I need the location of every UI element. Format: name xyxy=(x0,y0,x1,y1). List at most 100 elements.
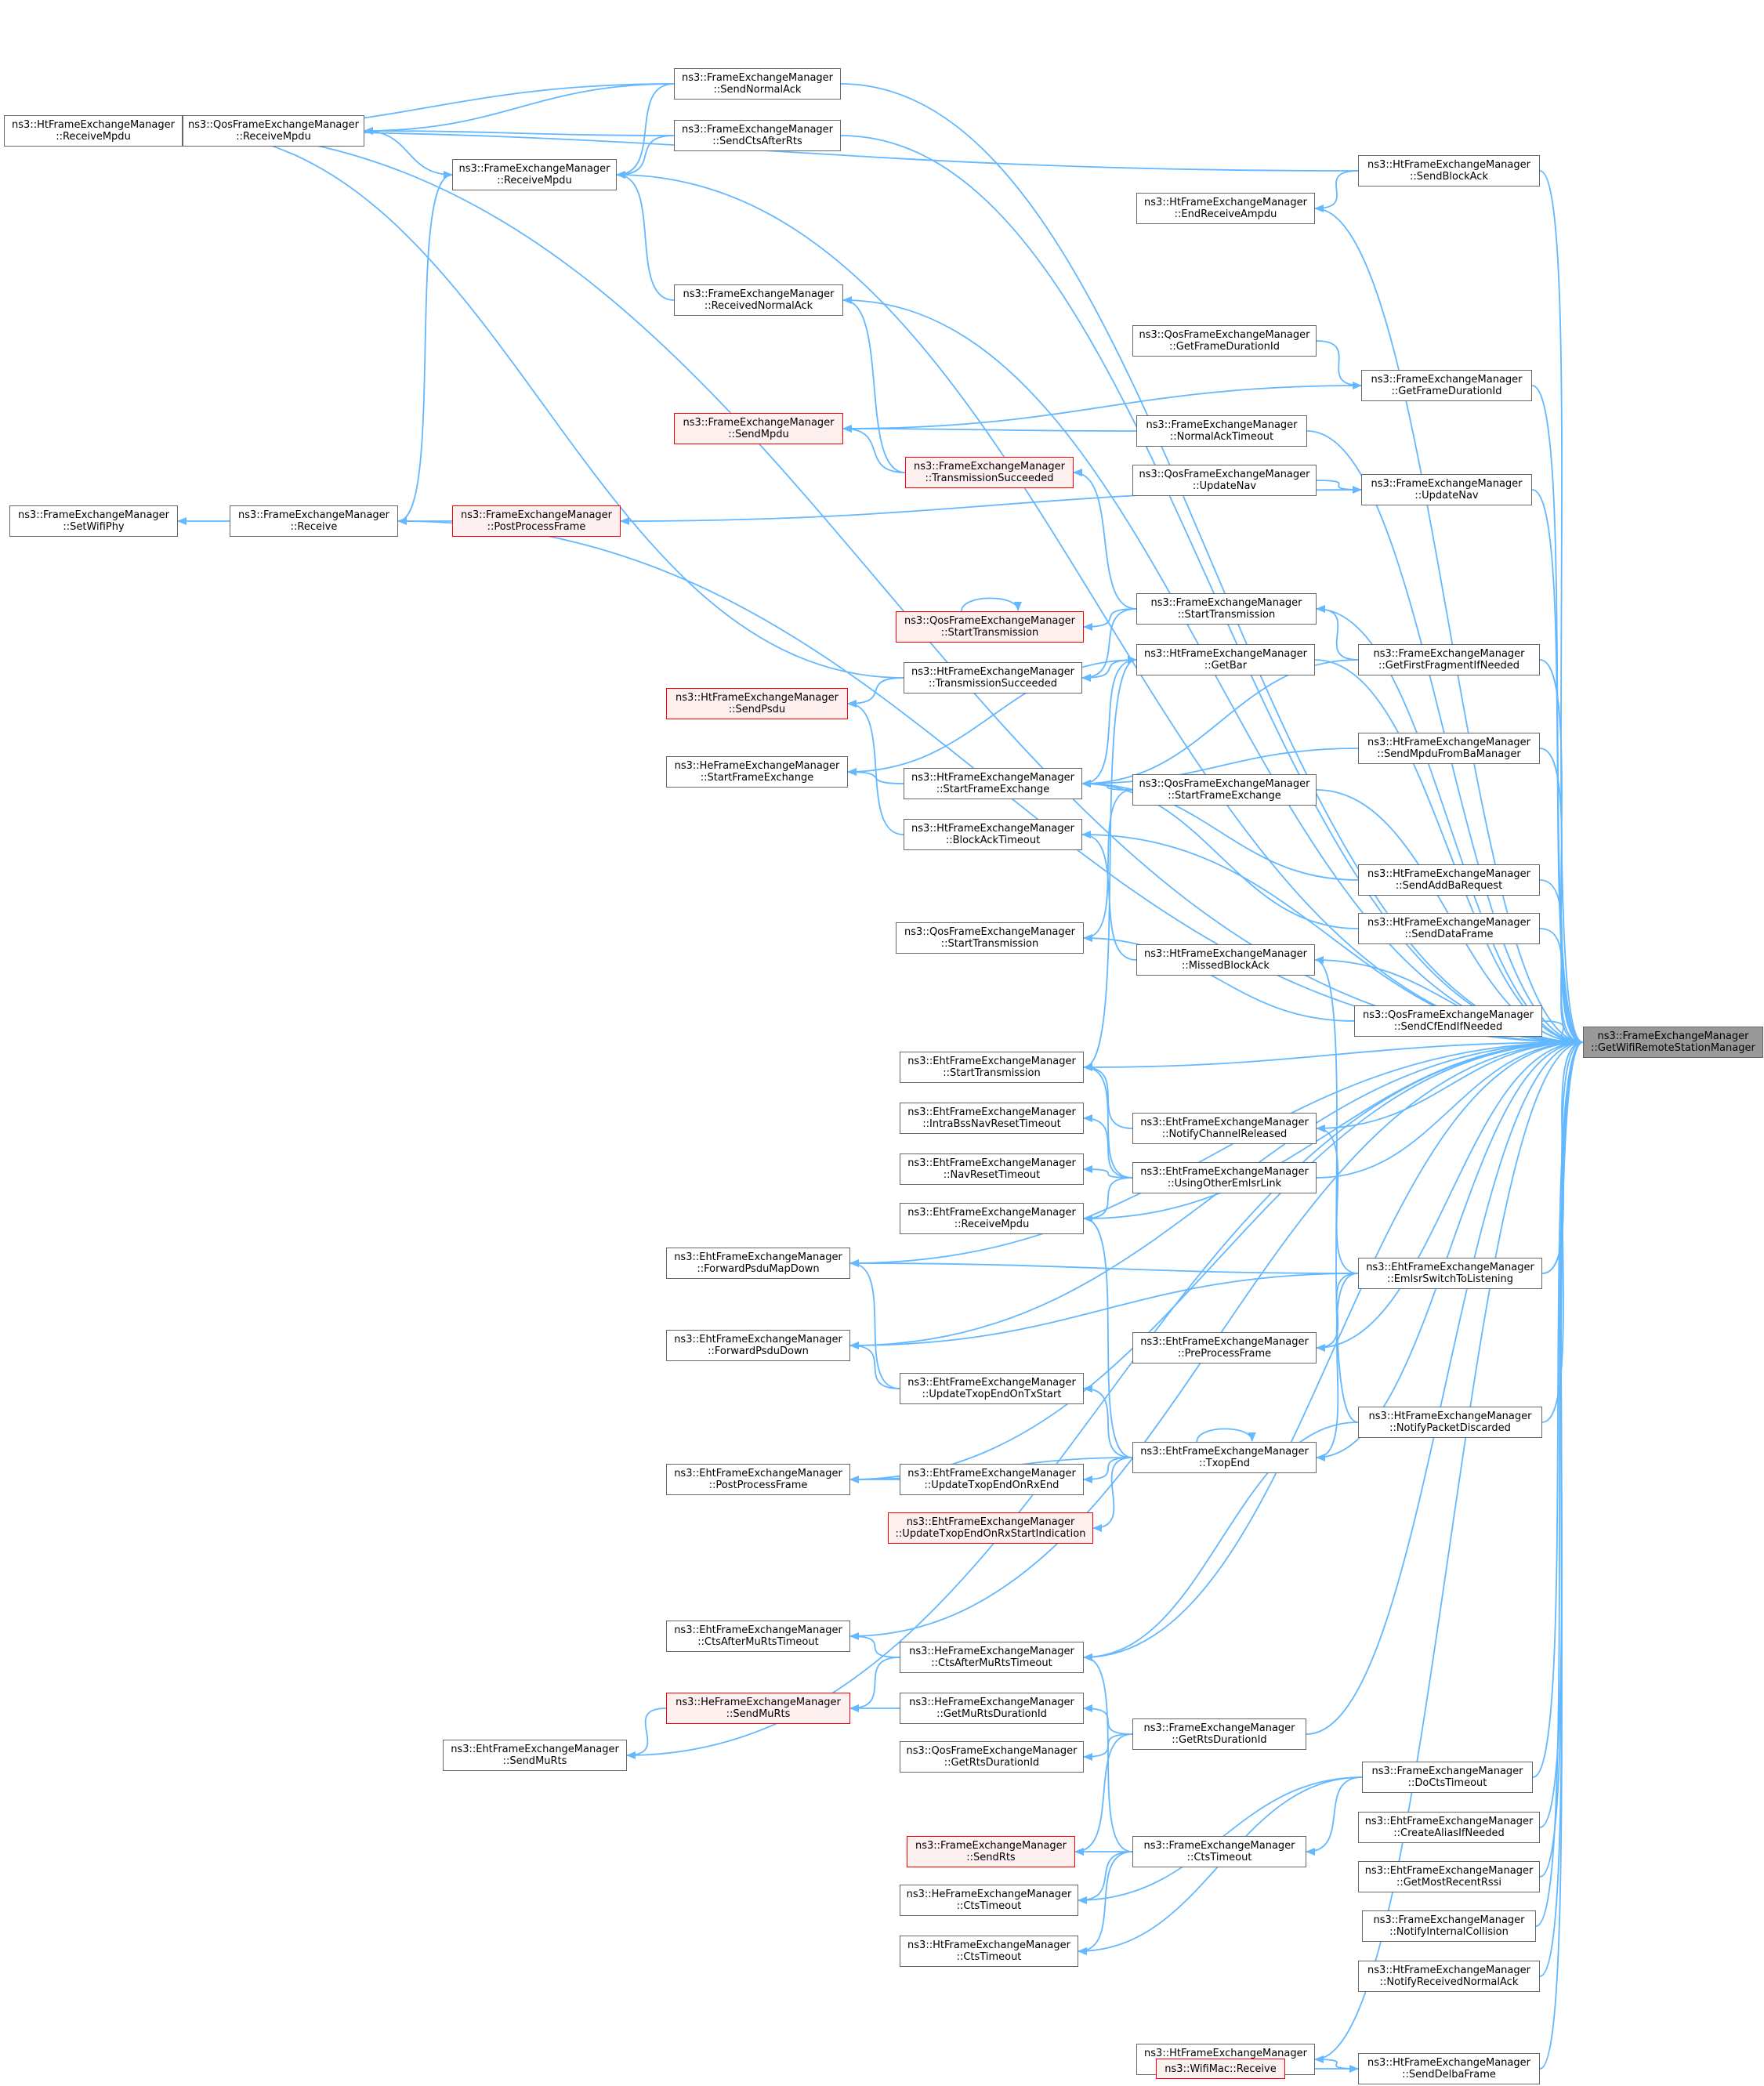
node-label-method: ::StartTransmission xyxy=(943,1067,1041,1079)
node-send-mpdu[interactable]: ns3::FrameExchangeManager::SendMpdu xyxy=(674,413,843,444)
node-he-cts-timeout[interactable]: ns3::HeFrameExchangeManager::CtsTimeout xyxy=(900,1885,1078,1916)
node-ht-send-psdu[interactable]: ns3::HtFrameExchangeManager::SendPsdu xyxy=(666,688,848,719)
node-label-class: ns3::EhtFrameExchangeManager xyxy=(674,1251,842,1263)
edge-htSendDataFrame-to-htStartFrameExchange xyxy=(1081,780,1359,929)
node-eht-update-txop-end-on-tx-start[interactable]: ns3::EhtFrameExchangeManager::UpdateTxop… xyxy=(900,1373,1084,1404)
node-ht-send-delba-frame[interactable]: ns3::HtFrameExchangeManager::SendDelbaFr… xyxy=(1358,2053,1540,2084)
node-label-method: ::GetMostRecentRssi xyxy=(1396,1877,1502,1889)
node-qos-update-nav[interactable]: ns3::QosFrameExchangeManager::UpdateNav xyxy=(1132,465,1317,496)
node-fem-start-tx[interactable]: ns3::FrameExchangeManager::StartTransmis… xyxy=(1136,593,1317,625)
edge-htGetBar-to-htStartFrameExchange xyxy=(1081,659,1137,788)
node-fem-send-rts[interactable]: ns3::FrameExchangeManager::SendRts xyxy=(907,1836,1075,1867)
node-label-method: ::SendDataFrame xyxy=(1404,929,1494,940)
node-label-class: ns3::QosFrameExchangeManager xyxy=(906,1745,1078,1757)
node-label-class: ns3::HeFrameExchangeManager xyxy=(676,1697,841,1708)
node-eht-forward-psdu-down[interactable]: ns3::EhtFrameExchangeManager::ForwardPsd… xyxy=(666,1330,850,1361)
node-eht-intra-bss-nav-reset[interactable]: ns3::EhtFrameExchangeManager::IntraBssNa… xyxy=(900,1103,1084,1134)
node-ht-get-bar[interactable]: ns3::HtFrameExchangeManager::GetBar xyxy=(1136,644,1315,675)
node-label-method: ::PreProcessFrame xyxy=(1177,1348,1272,1360)
node-ht-cts-timeout[interactable]: ns3::HtFrameExchangeManager::CtsTimeout xyxy=(900,1936,1078,1967)
node-send-cts-after-rts[interactable]: ns3::FrameExchangeManager::SendCtsAfterR… xyxy=(674,120,841,151)
node-eht-create-alias[interactable]: ns3::EhtFrameExchangeManager::CreateAlia… xyxy=(1358,1812,1540,1843)
node-he-cts-after-mu-rts-timeout[interactable]: ns3::HeFrameExchangeManager::CtsAfterMuR… xyxy=(900,1642,1084,1673)
node-qos-start-tx[interactable]: ns3::QosFrameExchangeManager::StartTrans… xyxy=(896,922,1084,954)
node-ht-recv-mpdu[interactable]: ns3::HtFrameExchangeManager::ReceiveMpdu xyxy=(4,115,183,147)
node-ht-start-frame-exchange[interactable]: ns3::HtFrameExchangeManager::StartFrameE… xyxy=(904,768,1082,799)
node-fem-recv-mpdu[interactable]: ns3::FrameExchangeManager::ReceiveMpdu xyxy=(452,159,617,190)
node-eht-update-txop-end-on-rx-end[interactable]: ns3::EhtFrameExchangeManager::UpdateTxop… xyxy=(900,1464,1084,1495)
node-eht-emlsr-switch[interactable]: ns3::EhtFrameExchangeManager::EmlsrSwitc… xyxy=(1358,1258,1542,1289)
node-post-process-frame[interactable]: ns3::FrameExchangeManager::PostProcessFr… xyxy=(452,505,621,537)
node-ht-send-data-frame[interactable]: ns3::HtFrameExchangeManager::SendDataFra… xyxy=(1358,913,1540,944)
node-eht-cts-after-mu-rts-timeout[interactable]: ns3::EhtFrameExchangeManager::CtsAfterMu… xyxy=(666,1621,850,1652)
node-fem-get-rts-duration-id[interactable]: ns3::FrameExchangeManager::GetRtsDuratio… xyxy=(1132,1718,1306,1750)
edge-htSendAddBaRequest-to-htStartFrameExchange xyxy=(1081,780,1359,881)
node-label-method: ::GetMuRtsDurationId xyxy=(936,1708,1047,1720)
node-qos-start-frame-exchange[interactable]: ns3::QosFrameExchangeManager::StartFrame… xyxy=(1132,774,1317,806)
edge-ehtUsingOtherEmlsrLink-to-ehtReceiveMpdu xyxy=(1083,1177,1133,1222)
node-he-get-mu-rts-duration-id[interactable]: ns3::HeFrameExchangeManager::GetMuRtsDur… xyxy=(900,1693,1084,1724)
node-eht-receive-mpdu[interactable]: ns3::EhtFrameExchangeManager::ReceiveMpd… xyxy=(900,1203,1084,1234)
node-label-class: ns3::HtFrameExchangeManager xyxy=(1144,2048,1307,2059)
node-fem-notify-internal-collision[interactable]: ns3::FrameExchangeManager::NotifyInterna… xyxy=(1362,1910,1536,1942)
node-label-class: ns3::EhtFrameExchangeManager xyxy=(1140,1446,1309,1458)
node-eht-using-other-emlsr-link[interactable]: ns3::EhtFrameExchangeManager::UsingOther… xyxy=(1132,1162,1317,1193)
node-fem-tx-succeeded[interactable]: ns3::FrameExchangeManager::TransmissionS… xyxy=(905,457,1074,488)
node-label-method: ::CtsTimeout xyxy=(956,1951,1022,1963)
node-eht-notify-channel-released[interactable]: ns3::EhtFrameExchangeManager::NotifyChan… xyxy=(1132,1113,1317,1144)
edge-femGetRtsDurationId-to-root xyxy=(1306,1038,1584,1735)
node-qos-send-cf-end[interactable]: ns3::QosFrameExchangeManager::SendCfEndI… xyxy=(1354,1005,1542,1037)
node-qos-start-tx-red[interactable]: ns3::QosFrameExchangeManager::StartTrans… xyxy=(896,611,1084,643)
node-eht-nav-reset-timeout[interactable]: ns3::EhtFrameExchangeManager::NavResetTi… xyxy=(900,1153,1084,1185)
node-eht-start-tx[interactable]: ns3::EhtFrameExchangeManager::StartTrans… xyxy=(900,1052,1084,1083)
node-eht-post-process-frame[interactable]: ns3::EhtFrameExchangeManager::PostProces… xyxy=(666,1464,850,1495)
node-ht-send-mpdu-from-ba[interactable]: ns3::HtFrameExchangeManager::SendMpduFro… xyxy=(1358,733,1540,764)
node-label-method: ::SendAddBaRequest xyxy=(1395,880,1503,892)
node-eht-txop-end[interactable]: ns3::EhtFrameExchangeManager::TxopEnd xyxy=(1132,1442,1317,1473)
node-label-class: ns3::HtFrameExchangeManager xyxy=(1144,197,1307,208)
edge-qosSendCfEnd-to-qosStartTx xyxy=(1083,934,1355,1022)
node-send-normal-ack[interactable]: ns3::FrameExchangeManager::SendNormalAck xyxy=(674,68,841,100)
edge-ehtEmlsrSwitch-to-ehtTxopEnd xyxy=(1316,1273,1359,1461)
node-ht-tx-succeeded[interactable]: ns3::HtFrameExchangeManager::Transmissio… xyxy=(904,662,1082,694)
node-ht-send-add-ba-request[interactable]: ns3::HtFrameExchangeManager::SendAddBaRe… xyxy=(1358,864,1540,896)
edge-ehtNotifyChannelReleased-to-ehtStartTx xyxy=(1083,1063,1133,1129)
node-he-start-frame-exchange[interactable]: ns3::HeFrameExchangeManager::StartFrameE… xyxy=(666,756,848,788)
node-fem-do-cts-timeout[interactable]: ns3::FrameExchangeManager::DoCtsTimeout xyxy=(1362,1762,1533,1793)
edge-femRecvMpdu-to-root xyxy=(616,174,1584,1046)
node-eht-forward-psdu-map-down[interactable]: ns3::EhtFrameExchangeManager::ForwardPsd… xyxy=(666,1248,850,1279)
node-ht-end-receive-ampdu[interactable]: ns3::HtFrameExchangeManager::EndReceiveA… xyxy=(1136,193,1315,224)
node-label-class: ns3::EhtFrameExchangeManager xyxy=(1140,1117,1309,1128)
node-ht-block-ack-timeout[interactable]: ns3::HtFrameExchangeManager::BlockAckTim… xyxy=(904,819,1082,850)
node-ht-notify-received-normal-ack[interactable]: ns3::HtFrameExchangeManager::NotifyRecei… xyxy=(1358,1961,1540,1992)
node-eht-pre-process-frame[interactable]: ns3::EhtFrameExchangeManager::PreProcess… xyxy=(1132,1332,1317,1364)
node-he-send-mu-rts[interactable]: ns3::HeFrameExchangeManager::SendMuRts xyxy=(666,1693,850,1724)
edge-ehtEmlsrSwitch-to-ehtForwardPsduMapDown xyxy=(849,1259,1359,1274)
node-eht-send-mu-rts[interactable]: ns3::EhtFrameExchangeManager::SendMuRts xyxy=(443,1740,627,1771)
node-get-first-fragment[interactable]: ns3::FrameExchangeManager::GetFirstFragm… xyxy=(1358,644,1540,675)
node-label-method: ::ReceivedNormalAck xyxy=(704,300,813,312)
node-ht-missed-block-ack[interactable]: ns3::HtFrameExchangeManager::MissedBlock… xyxy=(1136,944,1315,976)
node-wifi-mac-receive[interactable]: ns3::WifiMac::Receive xyxy=(1156,2059,1285,2079)
node-fem-cts-timeout[interactable]: ns3::FrameExchangeManager::CtsTimeout xyxy=(1132,1836,1306,1867)
node-fem-get-frame-duration-id[interactable]: ns3::FrameExchangeManager::GetFrameDurat… xyxy=(1361,370,1532,401)
node-root[interactable]: ns3::FrameExchangeManager::GetWifiRemote… xyxy=(1583,1027,1763,1058)
node-ht-notify-packet-discarded[interactable]: ns3::HtFrameExchangeManager::NotifyPacke… xyxy=(1358,1407,1542,1438)
node-normal-ack-timeout[interactable]: ns3::FrameExchangeManager::NormalAckTime… xyxy=(1136,415,1307,447)
node-qos-recv-mpdu[interactable]: ns3::QosFrameExchangeManager::ReceiveMpd… xyxy=(183,115,364,147)
node-ht-send-block-ack[interactable]: ns3::HtFrameExchangeManager::SendBlockAc… xyxy=(1358,155,1540,187)
node-qos-get-frame-duration-id[interactable]: ns3::QosFrameExchangeManager::GetFrameDu… xyxy=(1132,325,1317,357)
edge-femTxSucceeded-to-sendMpdu xyxy=(842,425,906,473)
node-label-class: ns3::HtFrameExchangeManager xyxy=(911,772,1074,784)
node-label-method: ::PostProcessFrame xyxy=(487,521,586,533)
node-received-normal-ack[interactable]: ns3::FrameExchangeManager::ReceivedNorma… xyxy=(674,284,843,316)
edge-femRecvMpdu-to-qosRecvMpdu xyxy=(364,127,453,176)
node-fem-receive[interactable]: ns3::FrameExchangeManager::Receive xyxy=(230,505,398,537)
node-eht-update-txop-end-on-rx-start[interactable]: ns3::EhtFrameExchangeManager::UpdateTxop… xyxy=(888,1512,1093,1544)
node-qos-get-rts-duration-id[interactable]: ns3::QosFrameExchangeManager::GetRtsDura… xyxy=(900,1741,1084,1773)
node-set-wifi-phy[interactable]: ns3::FrameExchangeManager::SetWifiPhy xyxy=(9,505,178,537)
node-eht-get-most-recent-rssi[interactable]: ns3::EhtFrameExchangeManager::GetMostRec… xyxy=(1358,1861,1540,1892)
node-fem-update-nav[interactable]: ns3::FrameExchangeManager::UpdateNav xyxy=(1361,474,1532,505)
node-label-class: ns3::EhtFrameExchangeManager xyxy=(1140,1336,1309,1348)
edge-htSendAddBaResponse-to-root xyxy=(1314,1038,1584,2060)
